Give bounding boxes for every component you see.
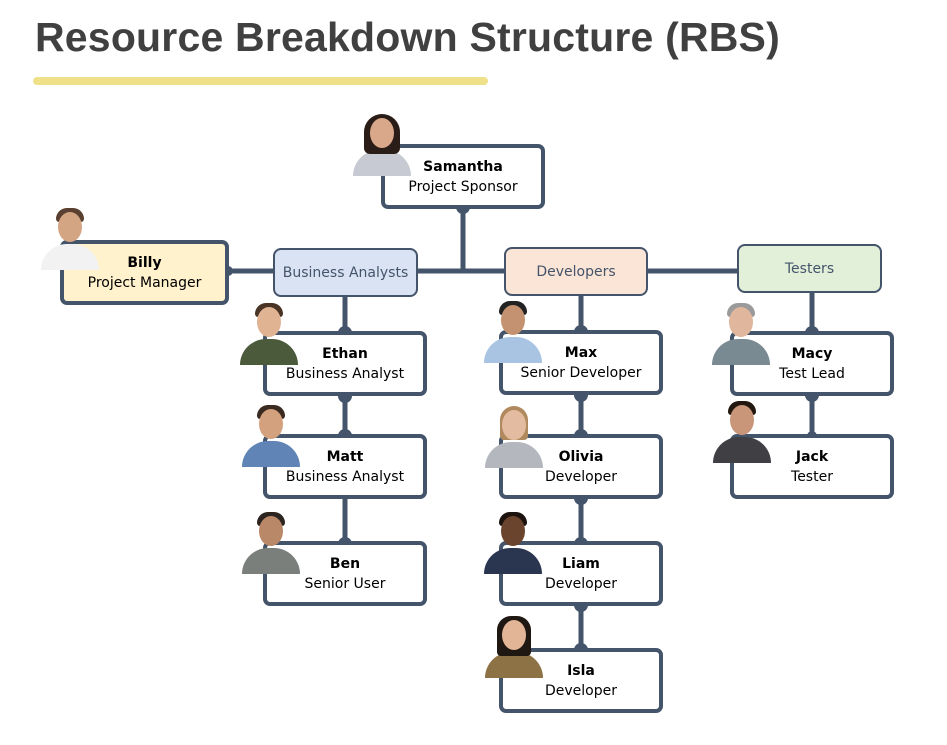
avatar	[349, 110, 415, 176]
person-role: Business Analyst	[285, 469, 405, 485]
person-name: Liam	[562, 556, 600, 572]
person-name: Matt	[326, 449, 364, 465]
group-business-analysts[interactable]: Business Analysts	[273, 248, 418, 297]
person-role: Project Sponsor	[408, 179, 518, 195]
person-role: Test Lead	[779, 366, 845, 382]
person-role: Developer	[544, 576, 617, 592]
avatar	[37, 204, 103, 270]
person-name: Ethan	[322, 346, 368, 362]
avatar	[480, 297, 546, 363]
person-role: Project Manager	[87, 275, 202, 291]
member-card[interactable]: Max Senior Developer	[499, 330, 663, 395]
sponsor-card[interactable]: Samantha Project Sponsor	[381, 144, 545, 209]
group-label: Testers	[784, 260, 835, 277]
person-name: Samantha	[423, 159, 503, 175]
member-card[interactable]: Ethan Business Analyst	[263, 331, 427, 396]
person-role: Tester	[791, 469, 833, 485]
avatar	[480, 508, 546, 574]
group-testers[interactable]: Testers	[737, 244, 882, 293]
person-name: Jack	[795, 449, 829, 465]
person-name: Billy	[127, 255, 162, 271]
person-role: Senior User	[304, 576, 386, 592]
avatar	[708, 299, 774, 365]
avatar	[709, 397, 775, 463]
avatar	[238, 401, 304, 467]
person-name: Max	[564, 345, 598, 361]
avatar	[236, 299, 302, 365]
person-name: Ben	[329, 556, 361, 572]
person-name: Olivia	[558, 449, 604, 465]
group-label: Business Analysts	[282, 264, 409, 281]
person-role: Developer	[544, 469, 617, 485]
person-name: Macy	[791, 346, 833, 362]
group-label: Developers	[536, 263, 616, 280]
person-role: Business Analyst	[285, 366, 405, 382]
person-name: Isla	[567, 663, 595, 679]
avatar	[238, 508, 304, 574]
group-developers[interactable]: Developers	[504, 247, 648, 296]
title-underline	[33, 77, 488, 85]
page-title: Resource Breakdown Structure (RBS)	[35, 14, 780, 60]
person-role: Senior Developer	[520, 365, 642, 381]
person-role: Developer	[544, 683, 617, 699]
avatar	[481, 402, 547, 468]
avatar	[481, 612, 547, 678]
